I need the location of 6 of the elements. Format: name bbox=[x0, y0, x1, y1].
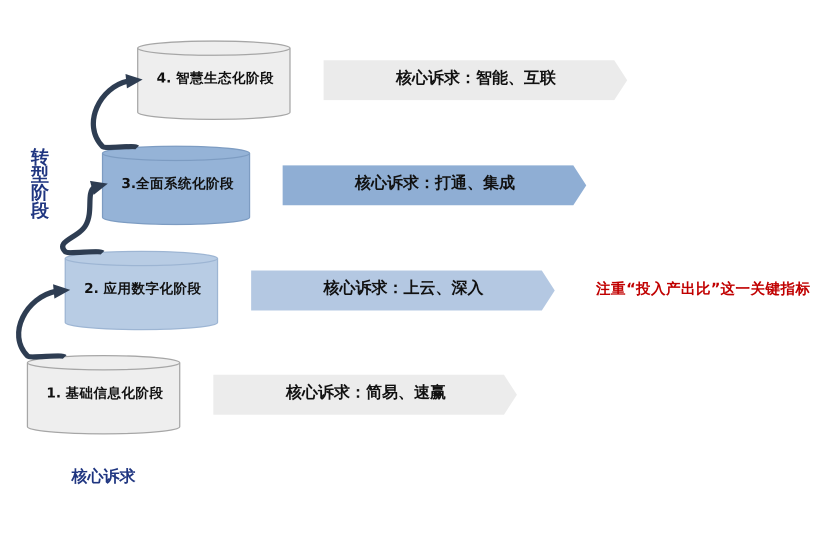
arrow bbox=[90, 73, 143, 150]
arrow bbox=[60, 180, 108, 255]
arrow bbox=[16, 284, 70, 359]
label: 核心诉求 bbox=[72, 466, 136, 486]
label: 转型阶段 bbox=[31, 146, 50, 221]
label: 注重“投入产出比”这一关键指标 bbox=[596, 280, 810, 297]
